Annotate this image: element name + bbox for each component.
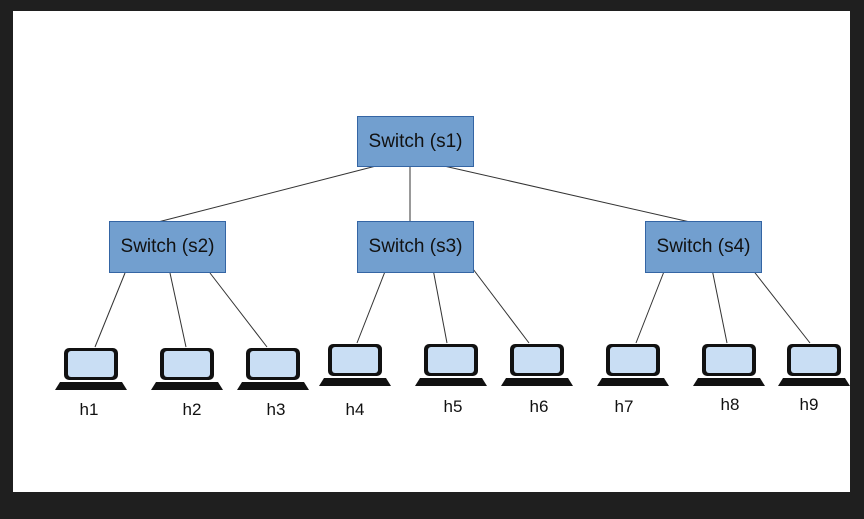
link-s4-h7 — [635, 268, 666, 344]
link-s3-h5 — [432, 268, 448, 344]
host-h7-laptop-icon[interactable] — [597, 342, 669, 388]
host-h2-label: h2 — [182, 400, 202, 419]
switch-s1[interactable]: Switch (s1) — [357, 116, 474, 167]
host-h6-label: h6 — [529, 397, 549, 416]
switch-s2[interactable]: Switch (s2) — [109, 221, 226, 273]
link-s2-h3 — [209, 272, 268, 348]
link-s2-h1 — [94, 272, 126, 348]
host-h6-laptop-icon[interactable] — [501, 342, 573, 388]
topology-canvas: Switch (s1) Switch (s2) Switch (s3) Swit… — [13, 11, 850, 492]
host-h1-label: h1 — [79, 400, 99, 419]
link-s2-h2 — [169, 272, 187, 348]
switch-s4[interactable]: Switch (s4) — [645, 221, 762, 273]
host-h4-label: h4 — [345, 400, 365, 419]
host-h3-label: h3 — [266, 400, 286, 419]
link-s1-s2 — [157, 165, 377, 223]
link-s3-h6 — [472, 268, 530, 344]
link-s3-h4 — [356, 268, 387, 344]
host-h9-label: h9 — [799, 395, 819, 414]
switch-s3-label: Switch (s3) — [368, 236, 463, 257]
host-h7-label: h7 — [614, 397, 634, 416]
host-h2-laptop-icon[interactable] — [151, 346, 223, 392]
switch-s2-label: Switch (s2) — [120, 236, 215, 257]
link-layer — [94, 165, 811, 348]
switch-s4-label: Switch (s4) — [656, 236, 751, 257]
host-h1-laptop-icon[interactable] — [55, 346, 127, 392]
switch-s1-label: Switch (s1) — [368, 130, 463, 152]
host-h5-laptop-icon[interactable] — [415, 342, 487, 388]
link-s4-h9 — [751, 268, 811, 344]
link-s1-s4 — [443, 165, 691, 223]
host-h8-laptop-icon[interactable] — [693, 342, 765, 388]
host-h9-laptop-icon[interactable] — [778, 342, 850, 388]
host-h3-laptop-icon[interactable] — [237, 346, 309, 392]
host-h5-label: h5 — [443, 397, 463, 416]
host-h4-laptop-icon[interactable] — [319, 342, 391, 388]
host-h8-label: h8 — [720, 395, 740, 414]
link-s4-h8 — [711, 268, 728, 344]
switch-s3[interactable]: Switch (s3) — [357, 221, 474, 273]
